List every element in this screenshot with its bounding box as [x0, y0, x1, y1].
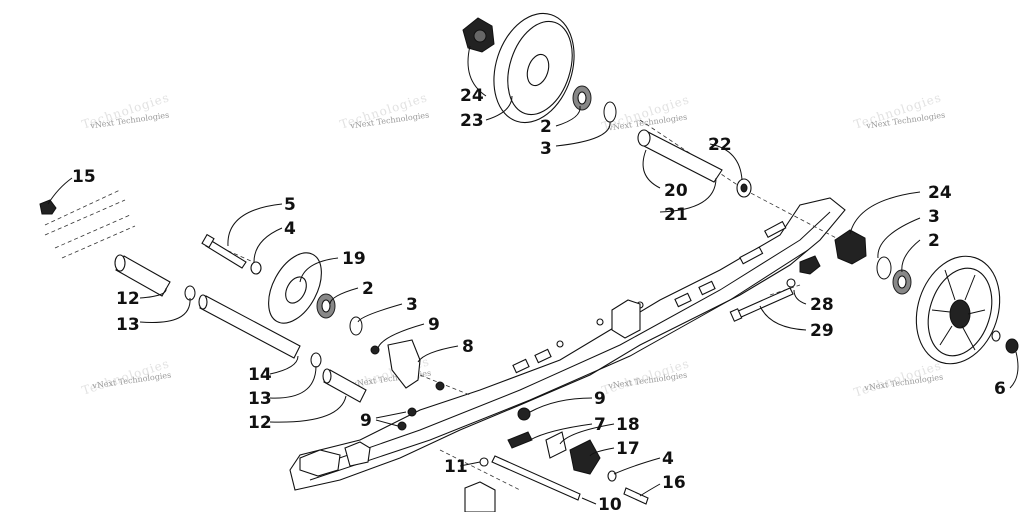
callout-15: 15 — [72, 167, 96, 187]
callout-19: 19 — [342, 249, 366, 269]
callout-22: 22 — [708, 135, 732, 155]
callout-16: 16 — [662, 473, 686, 493]
idler-wheel-left — [268, 252, 363, 336]
tube-14 — [198, 294, 322, 368]
callout-4: 4 — [662, 449, 674, 469]
callout-3: 3 — [928, 207, 940, 227]
callout-28: 28 — [810, 295, 834, 315]
callout-20: 20 — [664, 181, 688, 201]
rear-rail-section — [44, 189, 136, 259]
axle-top — [637, 129, 752, 198]
callout-5: 5 — [284, 195, 296, 215]
callout-3: 3 — [540, 139, 552, 159]
callout-23: 23 — [460, 111, 484, 131]
callout-9: 9 — [360, 411, 372, 431]
callout-2: 2 — [362, 279, 374, 299]
callout-7: 7 — [594, 415, 606, 435]
callout-6: 6 — [994, 379, 1006, 399]
idler-wheel-top — [462, 12, 575, 124]
callout-12: 12 — [248, 413, 272, 433]
callout-13: 13 — [248, 389, 272, 409]
leader-lines — [47, 45, 1019, 505]
callout-24: 24 — [928, 183, 952, 203]
bolt-5 — [201, 233, 262, 275]
callout-14: 14 — [248, 365, 272, 385]
callout-12: 12 — [116, 289, 140, 309]
callout-4: 4 — [284, 219, 296, 239]
callout-8: 8 — [462, 337, 474, 357]
callout-2: 2 — [540, 117, 552, 137]
callout-13: 13 — [116, 315, 140, 335]
callout-29: 29 — [810, 321, 834, 341]
slide-rail — [289, 197, 846, 512]
callout-2: 2 — [928, 231, 940, 251]
callouts: 15 24 23 2 3 22 20 21 24 3 2 5 4 19 2 3 … — [72, 86, 1006, 512]
callout-9: 9 — [594, 389, 606, 409]
callout-3: 3 — [406, 295, 418, 315]
callout-24: 24 — [460, 86, 484, 106]
callout-9: 9 — [428, 315, 440, 335]
spacer-12-lower — [322, 368, 367, 403]
nut-15 — [39, 199, 57, 215]
callout-18: 18 — [616, 415, 640, 435]
callout-21: 21 — [664, 205, 688, 225]
callout-17: 17 — [616, 439, 640, 459]
bracket-8 — [370, 339, 531, 431]
callout-11: 11 — [444, 457, 468, 477]
bolt-29 — [729, 255, 821, 322]
lower-hardware — [479, 431, 649, 505]
bearing-top — [572, 85, 617, 123]
idler-wheel-right — [834, 229, 1019, 365]
callout-10: 10 — [598, 495, 622, 512]
